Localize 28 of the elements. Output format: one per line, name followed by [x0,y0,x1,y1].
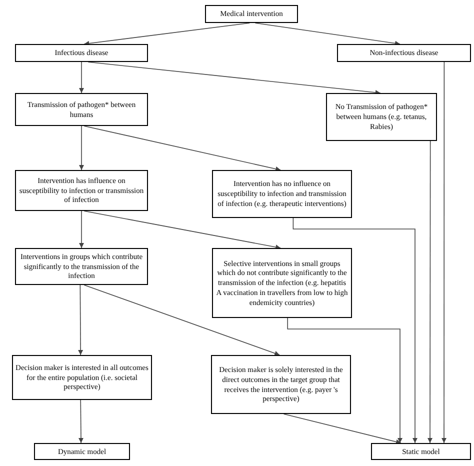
arrow [84,126,281,172]
arrow [79,210,84,248]
process-box [15,44,148,62]
process-box [337,44,471,62]
arrow [292,218,418,444]
process-box [15,93,148,126]
process-box [371,443,471,460]
process-box [205,5,298,23]
process-box [211,355,351,414]
arrow [88,62,381,95]
arrow [79,126,84,170]
arrow [78,400,84,444]
arrow [283,414,402,444]
process-box [326,93,437,141]
arrow [254,22,400,46]
arrow [287,318,402,444]
arrow [84,22,250,46]
arrow [79,62,84,94]
arrow [84,284,280,356]
process-box [212,248,352,318]
process-box [12,355,152,400]
process-box [15,170,148,211]
arrow [84,210,281,250]
process-box [34,443,130,460]
arrow [442,62,446,444]
arrow [428,140,432,444]
arrow [78,284,84,356]
process-box [212,170,352,218]
